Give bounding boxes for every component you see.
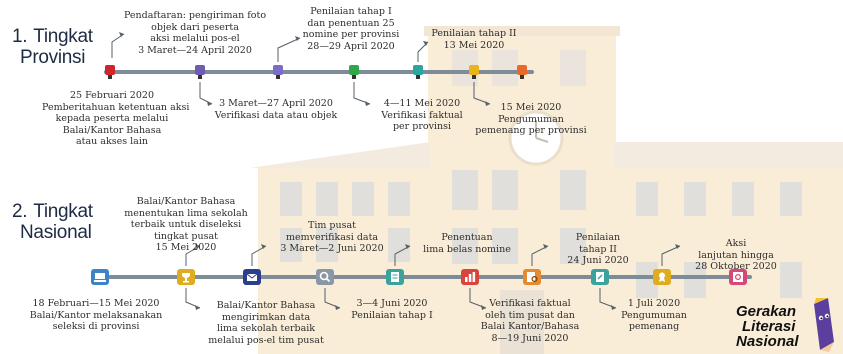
pin-icon-teal — [409, 63, 427, 81]
pin-icon-red — [101, 63, 119, 81]
bar-chart-icon — [459, 266, 481, 288]
section-title-line1: Tingkat — [33, 201, 93, 222]
step-label-p7: 15 Mei 2020 Pengumuman pemenang per prov… — [475, 102, 587, 136]
section-title-line2: Nasional — [20, 222, 92, 243]
pin-icon-green — [345, 63, 363, 81]
step-label-p5: 4—11 Mei 2020 Verifikasi faktual per pro… — [381, 98, 463, 132]
logo-word-1: Gerakan — [736, 303, 797, 320]
step-label-n1: 18 Februari—15 Mei 2020 Balai/Kantor mel… — [29, 298, 163, 332]
step-label-p1: 25 Februari 2020 Pemberitahuan ketentuan… — [42, 90, 190, 147]
step-label-n6: Penentuan lima belas nomine — [423, 232, 511, 255]
step-label-n10: Aksi lanjutan hingga 28 Oktober 2020 — [695, 238, 777, 272]
calendar-search-icon — [727, 266, 749, 288]
pin-icon-orange — [513, 63, 531, 81]
section-title-line1: Tingkat — [33, 26, 93, 47]
pin-icon-purple — [191, 63, 209, 81]
step-label-p4: Penilaian tahap I dan penentuan 25 nomin… — [302, 6, 400, 52]
section-number: 1. — [12, 26, 28, 47]
award-icon — [651, 266, 673, 288]
step-label-n7: Verifikasi faktual oleh tim pusat dan Ba… — [480, 298, 580, 344]
gerakan-literasi-nasional-logo: Gerakan Literasi Nasional — [736, 298, 841, 352]
magnifier-icon — [314, 266, 336, 288]
section-title-nasional: 2.Tingkat Nasional — [12, 201, 93, 243]
section-title-line2: Provinsi — [20, 47, 86, 68]
logo-word-3: Nasional — [736, 333, 799, 350]
pencil-mascot-icon — [814, 298, 834, 352]
step-label-p2: Pendaftaran: pengiriman foto objek dari … — [123, 10, 267, 56]
timeline-provinsi — [104, 70, 534, 74]
clipboard-edit-icon — [589, 266, 611, 288]
step-label-n8: Penilaian tahap II 24 Juni 2020 — [567, 232, 629, 266]
step-label-n3: Balai/Kantor Bahasa mengirimkan data lim… — [208, 300, 324, 346]
step-label-p6: Penilaian tahap II 13 Mei 2020 — [431, 28, 517, 51]
logo-word-2: Literasi — [742, 318, 796, 335]
document-search-icon — [521, 266, 543, 288]
section-number: 2. — [12, 201, 28, 222]
pin-icon-violet — [269, 63, 287, 81]
document-edit-icon — [384, 266, 406, 288]
trophy-icon — [175, 266, 197, 288]
timeline-nasional — [92, 275, 752, 279]
step-label-n5: 3—4 Juni 2020 Penilaian tahap I — [351, 298, 433, 321]
step-label-n2: Balai/Kantor Bahasa menentukan lima seko… — [124, 196, 248, 253]
envelope-icon — [241, 266, 263, 288]
laptop-icon — [89, 266, 111, 288]
step-label-n4: Tim pusat memverifikasi data 3 Maret—2 J… — [280, 220, 384, 254]
pin-icon-yellow — [465, 63, 483, 81]
step-label-p3: 3 Maret—27 April 2020 Verifikasi data at… — [214, 98, 338, 121]
section-title-provinsi: 1.Tingkat Provinsi — [12, 26, 93, 68]
step-label-n9: 1 Juli 2020 Pengumuman pemenang — [621, 298, 687, 332]
